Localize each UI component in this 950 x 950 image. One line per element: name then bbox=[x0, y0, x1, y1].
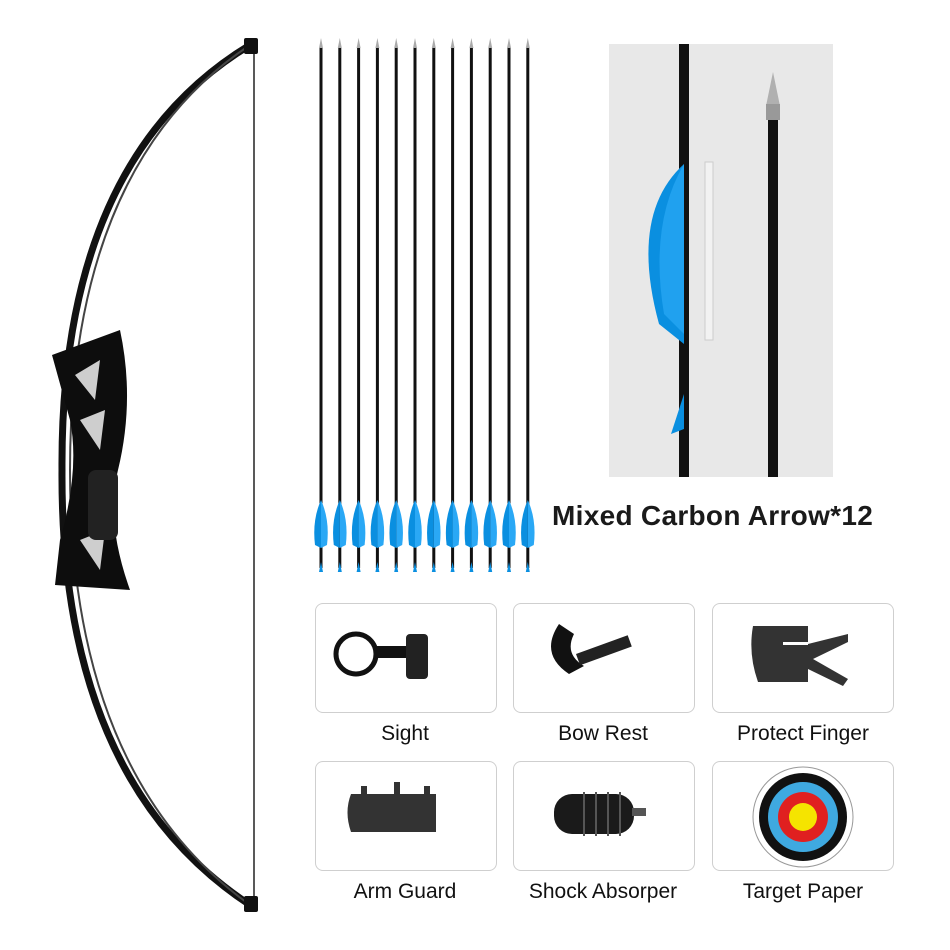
arrow bbox=[427, 38, 441, 572]
accessory-label: Bow Rest bbox=[558, 722, 648, 745]
arrow bbox=[351, 38, 366, 572]
arrow bbox=[521, 38, 535, 572]
arrow bbox=[464, 38, 479, 572]
arrow bbox=[370, 38, 385, 572]
arrow bbox=[483, 38, 497, 572]
recurve-bow-image bbox=[52, 38, 258, 912]
arrow bbox=[333, 38, 347, 572]
stabilizer-icon bbox=[554, 792, 646, 836]
arrow bbox=[389, 38, 403, 572]
arrow bbox=[314, 38, 328, 572]
accessory-card-bow-rest bbox=[513, 603, 695, 713]
product-headline: Mixed Carbon Arrow*12 bbox=[552, 500, 874, 531]
accessory-label: Sight bbox=[381, 722, 429, 745]
accessory-card-sight bbox=[315, 603, 497, 713]
accessory-card-protect-finger bbox=[712, 603, 894, 713]
arrow bbox=[408, 38, 422, 572]
arrow bbox=[502, 38, 516, 572]
accessory-label: Arm Guard bbox=[353, 880, 457, 903]
accessory-label: Protect Finger bbox=[737, 722, 869, 745]
bow-rest-icon bbox=[551, 624, 632, 674]
arrow-closeup-inset bbox=[609, 44, 833, 477]
arrow bbox=[445, 38, 460, 572]
accessory-label: Target Paper bbox=[742, 880, 864, 903]
accessory-card-arm-guard bbox=[315, 761, 497, 871]
sight-icon bbox=[333, 631, 428, 679]
accessory-label: Shock Absorper bbox=[528, 880, 678, 903]
arrow-bundle-image bbox=[314, 38, 535, 572]
finger-tab-icon bbox=[751, 626, 848, 686]
target-icon bbox=[752, 766, 854, 868]
accessory-card-target-paper bbox=[712, 761, 894, 871]
arm-guard-icon bbox=[347, 782, 436, 832]
accessory-card-shock-absorper bbox=[513, 761, 695, 871]
